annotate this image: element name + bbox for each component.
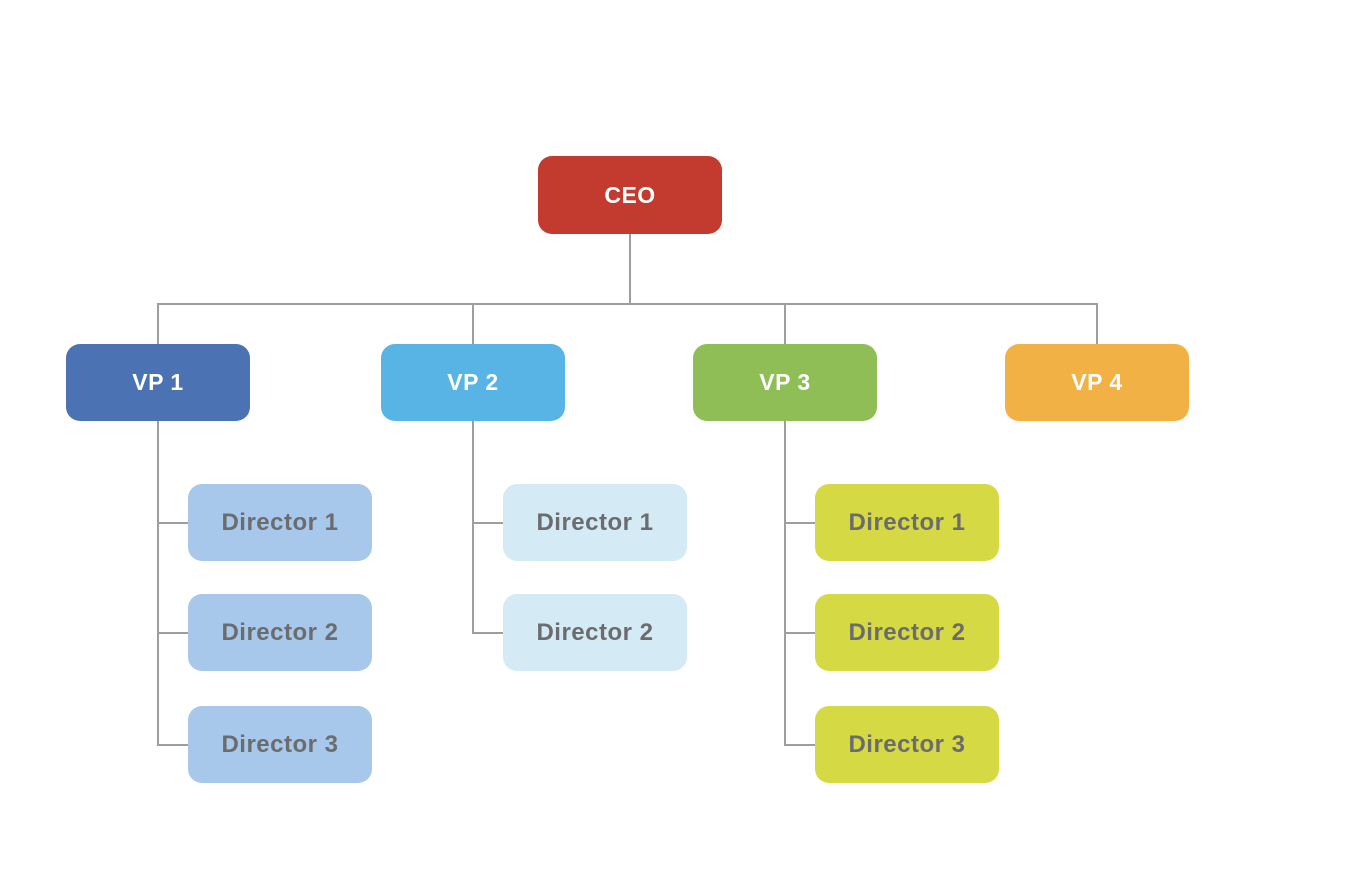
- node-label-vp1-director-2: Director 2: [221, 618, 339, 646]
- connector-ceo-drop: [629, 234, 631, 305]
- connector-stub-vp3-director-2: [784, 631, 815, 634]
- connector-spine-vp-3: [784, 421, 786, 746]
- connector-drop-vp-4: [1096, 303, 1098, 344]
- connector-stub-vp2-director-1: [472, 521, 503, 524]
- connector-stub-vp1-director-2: [157, 631, 188, 634]
- node-vp2-director-2[interactable]: Director 2: [503, 594, 687, 671]
- node-vp3-director-3[interactable]: Director 3: [815, 706, 999, 783]
- node-vp-1[interactable]: VP 1: [66, 344, 250, 421]
- node-label-vp3-director-3: Director 3: [848, 730, 966, 758]
- node-vp3-director-2[interactable]: Director 2: [815, 594, 999, 671]
- connector-stub-vp2-director-2: [472, 631, 503, 634]
- node-vp-2[interactable]: VP 2: [381, 344, 565, 421]
- connector-stub-vp1-director-1: [157, 521, 188, 524]
- connector-drop-vp-2: [472, 303, 474, 344]
- node-vp1-director-1[interactable]: Director 1: [188, 484, 372, 561]
- node-vp1-director-3[interactable]: Director 3: [188, 706, 372, 783]
- node-label-vp1-director-1: Director 1: [221, 508, 339, 536]
- node-vp1-director-2[interactable]: Director 2: [188, 594, 372, 671]
- node-ceo[interactable]: CEO: [538, 156, 722, 234]
- connector-stub-vp1-director-3: [157, 743, 188, 746]
- node-label-ceo: CEO: [604, 181, 656, 208]
- connector-drop-vp-1: [157, 303, 159, 344]
- node-vp-4[interactable]: VP 4: [1005, 344, 1189, 421]
- node-label-vp-1: VP 1: [132, 369, 184, 395]
- connector-spine-vp-2: [472, 421, 474, 634]
- node-label-vp-2: VP 2: [447, 369, 499, 395]
- node-vp3-director-1[interactable]: Director 1: [815, 484, 999, 561]
- connector-stub-vp3-director-1: [784, 521, 815, 524]
- node-vp2-director-1[interactable]: Director 1: [503, 484, 687, 561]
- node-label-vp1-director-3: Director 3: [221, 730, 339, 758]
- node-label-vp-3: VP 3: [759, 369, 811, 395]
- connector-drop-vp-3: [784, 303, 786, 344]
- node-label-vp3-director-1: Director 1: [848, 508, 966, 536]
- node-label-vp2-director-1: Director 1: [536, 508, 654, 536]
- connector-stub-vp3-director-3: [784, 743, 815, 746]
- connector-bus: [157, 303, 1098, 305]
- connector-spine-vp-1: [157, 421, 159, 746]
- node-label-vp-4: VP 4: [1071, 369, 1123, 395]
- node-label-vp3-director-2: Director 2: [848, 618, 966, 646]
- node-vp-3[interactable]: VP 3: [693, 344, 877, 421]
- node-label-vp2-director-2: Director 2: [536, 618, 654, 646]
